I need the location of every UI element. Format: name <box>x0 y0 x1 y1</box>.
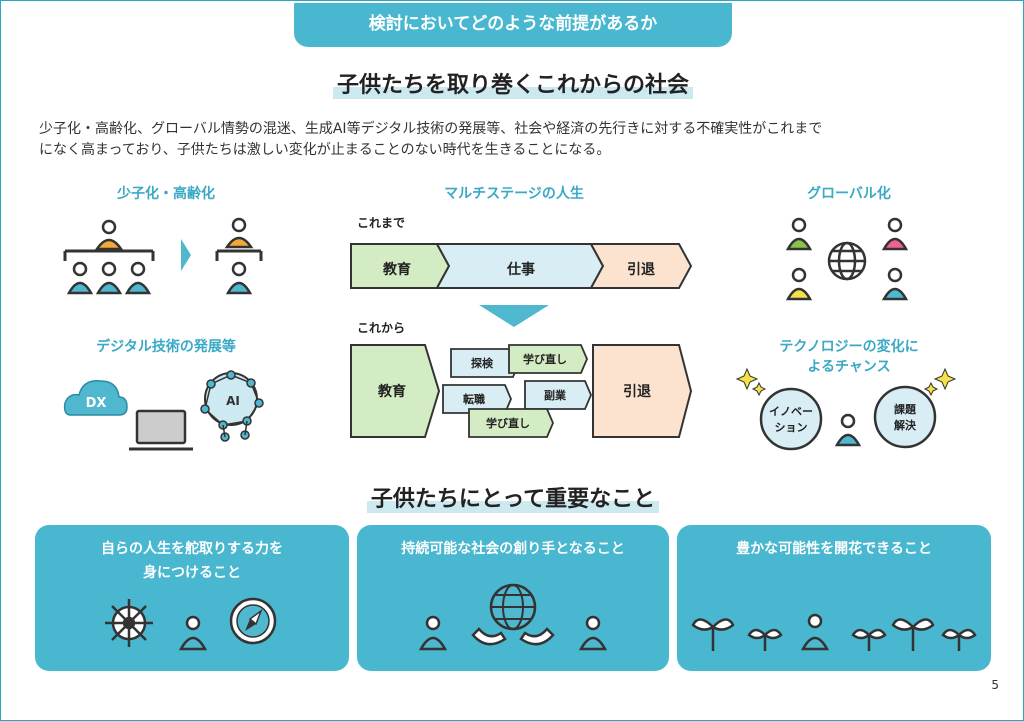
compass-icon <box>229 597 277 645</box>
chip-side-job <box>524 380 592 410</box>
from-now-label: これから <box>357 321 406 335</box>
flow-after-education-label: 教育 <box>378 384 406 400</box>
arrow-right-icon <box>181 239 191 271</box>
aging-before-group <box>63 219 155 295</box>
tech-illustration: イノベー ション 課題 解決 <box>735 367 957 451</box>
global-heading: グローバル化 <box>807 186 891 202</box>
flow-before-retire-label: 引退 <box>627 262 655 278</box>
flow-after-education <box>350 344 441 438</box>
tech-heading: テクノロジーの変化に よるチャンス <box>739 336 959 376</box>
box-flourish-potential <box>677 525 991 671</box>
tech-heading-line-2: よるチャンス <box>807 359 891 375</box>
innovation-label-1: イノベー <box>769 405 813 418</box>
person-box1 <box>178 615 208 651</box>
flow-before-education-label: 教育 <box>383 262 411 278</box>
laptop-icon <box>129 409 193 451</box>
until-now-label: これまで <box>357 216 406 230</box>
section-title-society: 子供たちを取り巻くこれからの社会 <box>1 67 1024 99</box>
person-left <box>418 615 448 651</box>
chip-relearn-2-label: 学び直し <box>486 416 530 430</box>
person-pink <box>881 217 909 251</box>
sprout-icon <box>851 628 887 651</box>
digital-heading: デジタル技術の発展等 <box>96 339 236 355</box>
globe-hands-icon <box>471 583 555 646</box>
person-green <box>785 217 813 251</box>
person-box3 <box>800 613 830 651</box>
person-yellow <box>785 267 813 301</box>
box1-line-2: 身につけること <box>143 565 241 581</box>
chip-job-change-label: 転職 <box>463 392 485 406</box>
intro-line-1: 少子化・高齢化、グローバル情勢の混迷、生成AI等デジタル技術の発展等、社会や経済… <box>39 121 823 137</box>
box3-illustration <box>691 613 977 651</box>
ship-wheel-icon <box>105 599 153 647</box>
person-right <box>578 615 608 651</box>
section-title-important: 子供たちにとって重要なこと <box>1 481 1024 513</box>
sprout-icon <box>891 618 935 651</box>
person-blue <box>881 267 909 301</box>
box2-illustration <box>418 583 608 651</box>
dx-label: DX <box>86 396 107 411</box>
innovation-bubble <box>759 387 823 451</box>
flow-before-retire <box>589 243 693 289</box>
intro-line-2: になく高まっており、子供たちは激しい変化が止まることのない時代を生きることになる… <box>39 142 611 158</box>
flow-before <box>350 243 693 289</box>
global-illustration <box>785 217 909 301</box>
issue-label-2: 解決 <box>894 418 917 432</box>
ai-label: AI <box>226 394 240 408</box>
multistage-heading: マルチステージの人生 <box>444 186 584 202</box>
flow-after-retire <box>592 344 693 438</box>
header-tab: 検討においてどのような前提があるか <box>294 3 732 47</box>
aging-illustration <box>63 217 263 295</box>
issue-label-1: 課題 <box>894 402 917 416</box>
tech-heading-line-1: テクノロジーの変化に <box>779 339 919 355</box>
aging-after-group <box>215 217 263 295</box>
chip-relearn-2 <box>468 408 554 438</box>
chip-explore-label: 探検 <box>471 356 494 370</box>
chip-relearn-1-label: 学び直し <box>523 352 567 366</box>
chip-job-change <box>442 384 512 414</box>
cloud-icon: DX <box>63 380 128 416</box>
flow-after-retire-label: 引退 <box>623 384 651 400</box>
digital-illustration: DX AI <box>63 370 264 451</box>
sprout-icon <box>747 628 783 651</box>
globe-icon <box>827 241 867 281</box>
sprout-icon <box>691 618 735 651</box>
sprout-icon <box>941 628 977 651</box>
flow-before-work-label: 仕事 <box>507 262 535 278</box>
issue-bubble <box>873 385 937 449</box>
box-flourish-potential-text: 豊かな可能性を開花できること <box>736 541 932 557</box>
chip-side-job-label: 副業 <box>544 388 567 402</box>
box1-line-1: 自らの人生を舵取りする力を <box>101 541 283 557</box>
flow-after: 探検 学び直し 転職 副業 学び直し <box>350 344 693 438</box>
innovation-label-2: ション <box>775 421 808 434</box>
person-center <box>834 413 862 447</box>
box-life-steering-text: 自らの人生を舵取りする力を 身につけること <box>35 537 349 585</box>
sparkle-icon <box>735 367 957 397</box>
ai-network-icon: AI <box>200 370 264 442</box>
chip-relearn-1 <box>508 344 588 374</box>
box1-illustration <box>105 597 277 651</box>
aging-heading: 少子化・高齢化 <box>117 186 215 202</box>
down-arrow-icon <box>479 305 549 327</box>
box-sustainable-society-text: 持続可能な社会の創り手となること <box>401 541 625 557</box>
intro-paragraph: 少子化・高齢化、グローバル情勢の混迷、生成AI等デジタル技術の発展等、社会や経済… <box>39 119 999 161</box>
page-number: 5 <box>991 678 999 692</box>
